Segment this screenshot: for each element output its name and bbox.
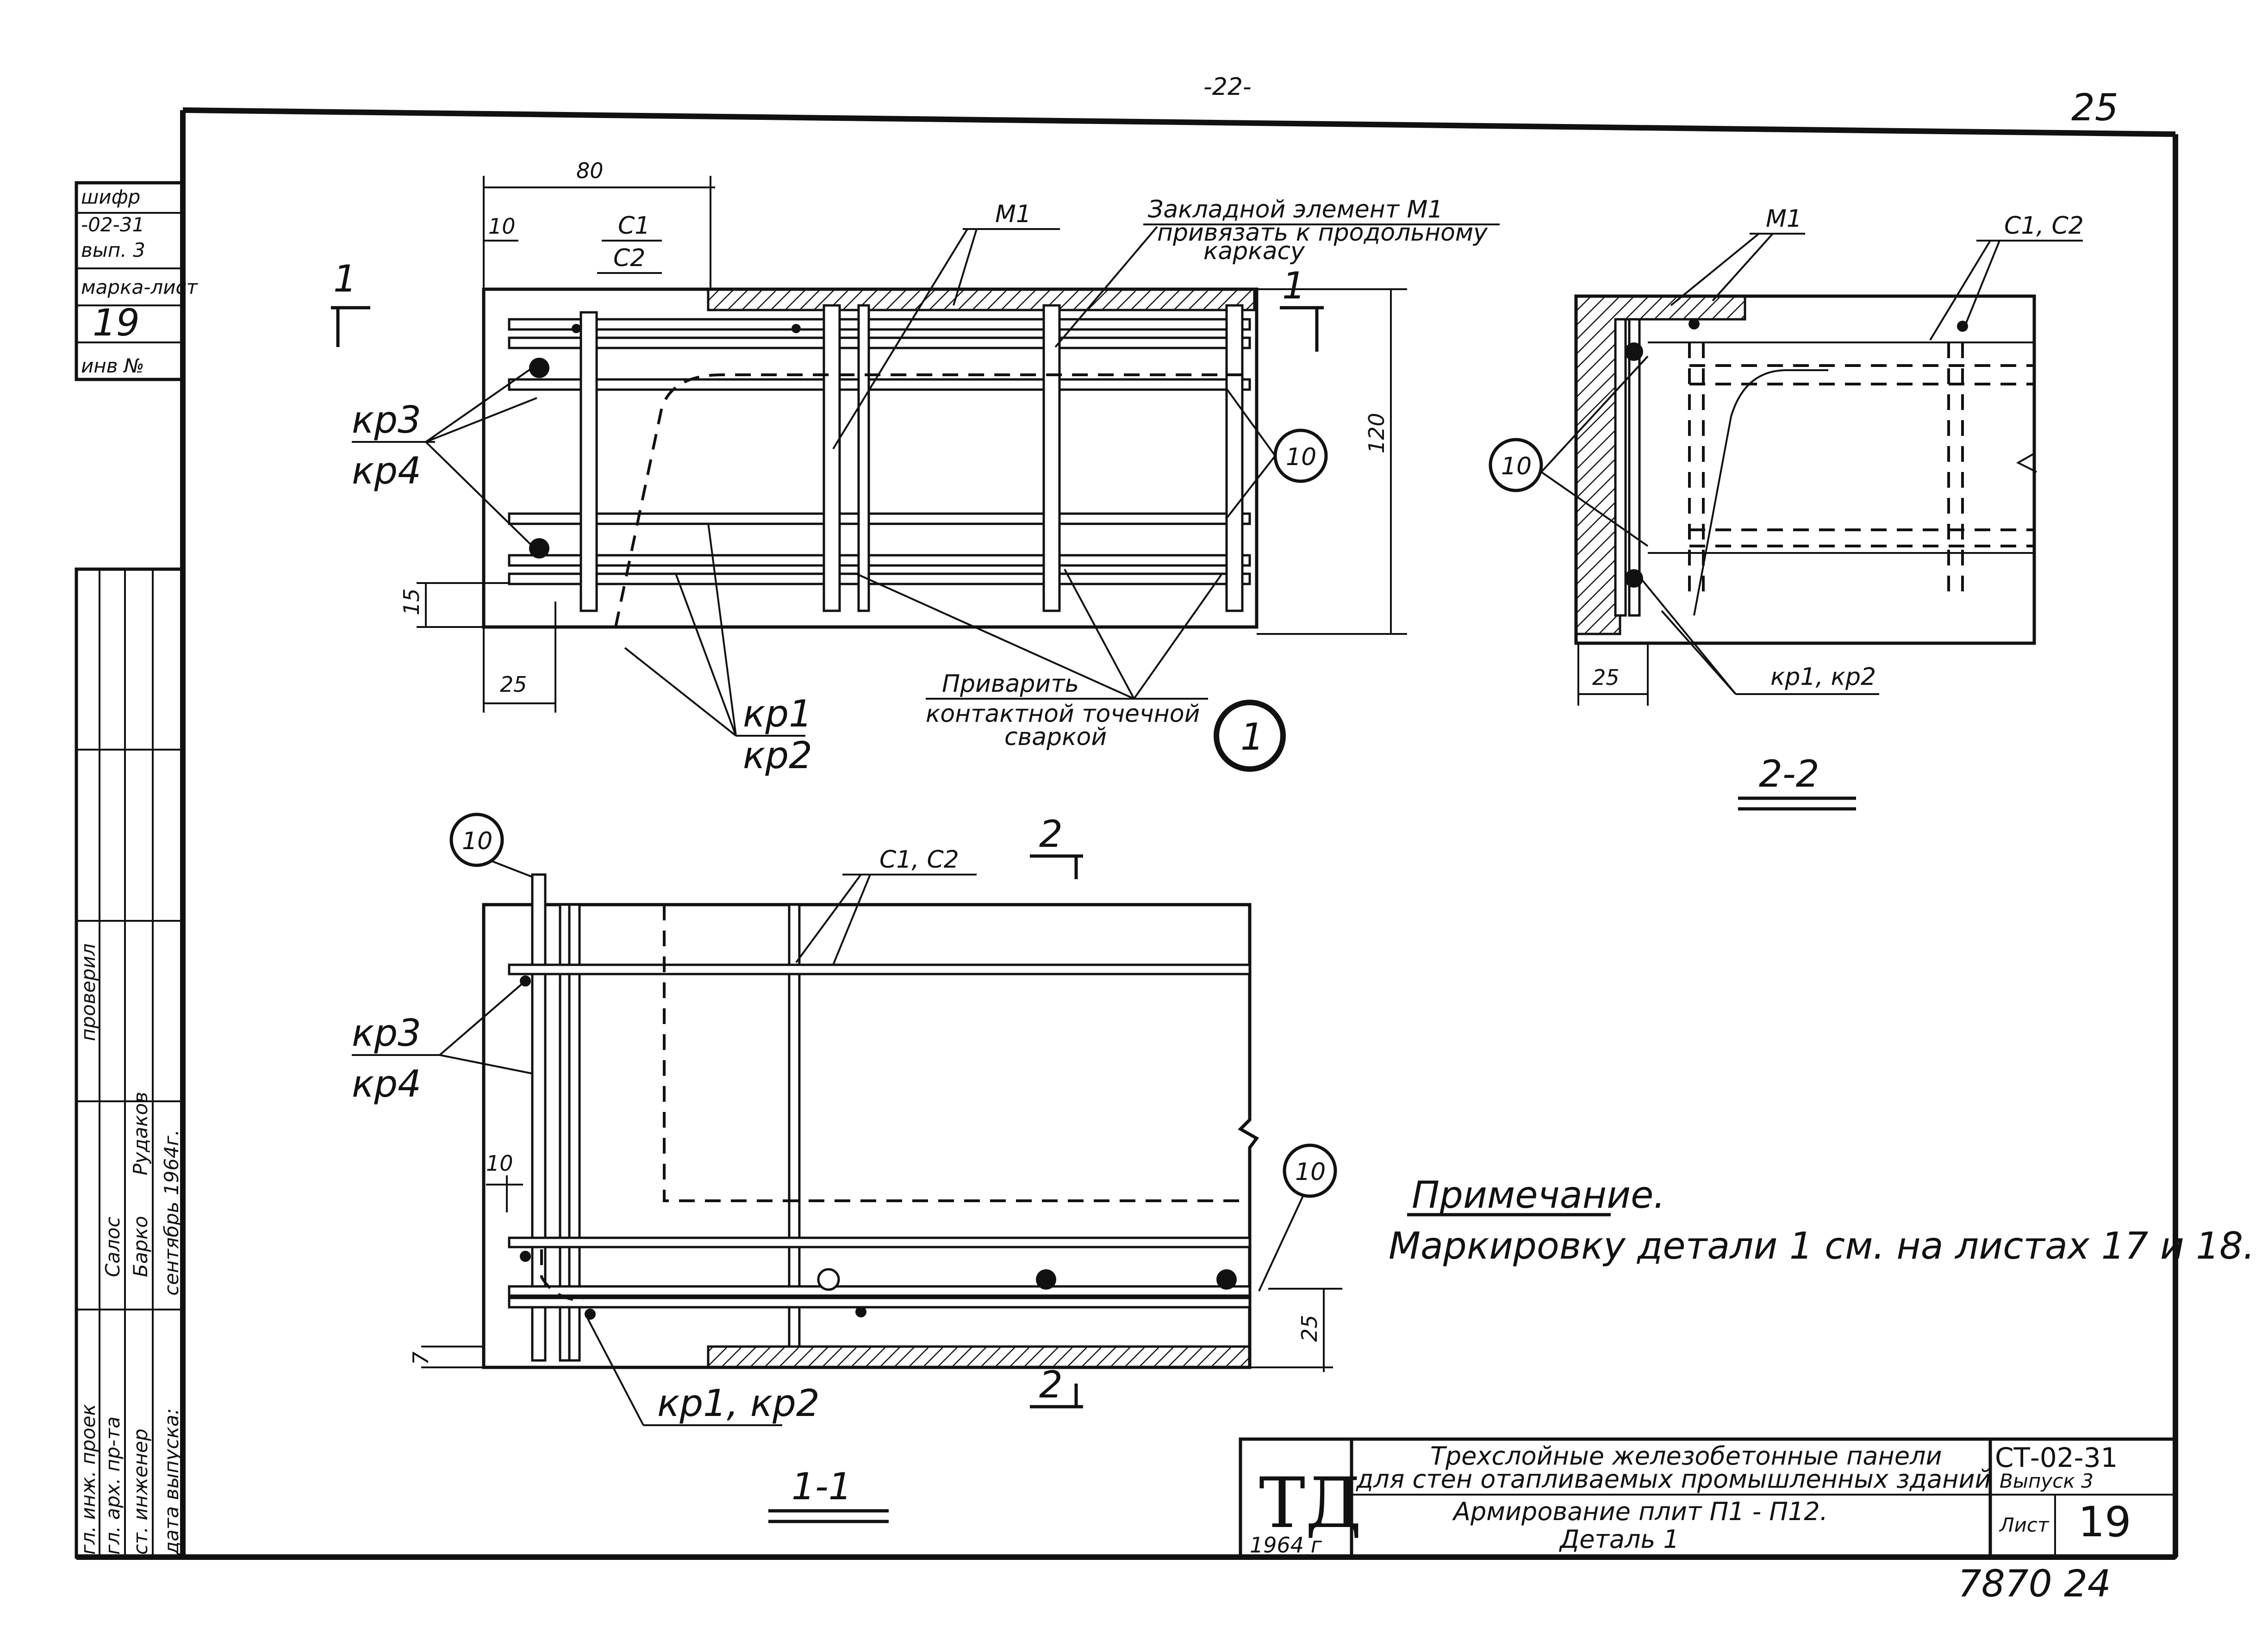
section-mark-1-left: 1 — [333, 257, 357, 300]
note-text: Маркировку детали 1 см. на листах 17 и 1… — [1389, 1224, 2255, 1267]
title-line-3: Армирование плит П1 - П12. — [1452, 1497, 1828, 1526]
note-heading: Примечание. — [1412, 1173, 1665, 1217]
label-kp2: кр2 — [743, 734, 812, 777]
stamp-name-4: сентябрь 1964г. — [160, 1130, 183, 1296]
dim-10: 10 — [488, 214, 516, 239]
dim-25-section: 25 — [1592, 665, 1620, 690]
callout-10-section: 10 — [1501, 453, 1532, 480]
title-issue: Выпуск 3 — [2000, 1470, 2094, 1492]
stamp-code: -02-31 — [81, 213, 144, 236]
embedded-note-line-3: каркасу — [1203, 237, 1305, 265]
note-block: Примечание. Маркировку детали 1 см. на л… — [1389, 1173, 2255, 1267]
title-year: 1964 г — [1250, 1533, 1322, 1558]
label-m1: M1 — [995, 200, 1031, 228]
label-c1: C1 — [618, 212, 650, 240]
callout-10-1-1-top: 10 — [462, 827, 492, 855]
dim-25-1-1: 25 — [1297, 1315, 1322, 1342]
title-1-1: 1-1 — [791, 1465, 852, 1508]
stamp-role-chief-engineer: гл. инж. проек — [77, 1403, 100, 1555]
label-c1c2-section: C1, C2 — [2004, 212, 2084, 240]
dim-10-1-1: 10 — [486, 1151, 513, 1176]
stamp-sheet-number: 19 — [93, 301, 140, 344]
weld-note-line-3: сваркой — [1004, 723, 1107, 751]
dim-120: 120 — [1364, 413, 1389, 453]
stamp-role-chief-architect: гл. арх. пр-та — [101, 1416, 124, 1555]
label-kp3: кр3 — [352, 398, 421, 441]
dim-15: 15 — [399, 588, 424, 615]
archive-number: 7870 24 — [1958, 1562, 2111, 1605]
stamp-mark-sheet: марка-лист — [81, 276, 199, 298]
title-sheet-number: 19 — [2078, 1498, 2131, 1546]
stamp-issue: вып. 3 — [81, 239, 145, 261]
section-mark-2-bottom: 2 — [1039, 1363, 1063, 1406]
stamp-role-senior-engineer: ст. инженер — [129, 1428, 152, 1555]
stamp-name-3: Рудаков — [129, 1092, 152, 1175]
label-c2: C2 — [613, 244, 645, 272]
stamp-name-1: Салос — [101, 1217, 124, 1277]
sheet-corner-number: 25 — [2071, 86, 2118, 129]
dim-25: 25 — [500, 672, 527, 697]
callout-10-1-1-right: 10 — [1295, 1158, 1326, 1186]
page-number: -22- — [1203, 73, 1252, 101]
view-section-1-1: 10 C1, C2 кр3 кр4 10 10 25 7 кр1, кр2 2 … — [352, 813, 1342, 1523]
label-kp1: кр1 — [743, 692, 812, 735]
view-section-2-2: M1 C1, C2 10 кр1, кр2 25 2-2 — [1489, 205, 2084, 811]
label-kp12-1-1: кр1, кр2 — [657, 1382, 820, 1425]
label-kp3-1-1: кр3 — [352, 1012, 421, 1055]
stamp-cipher: шифр — [81, 186, 140, 208]
dim-7-1-1: 7 — [408, 1352, 433, 1365]
dim-80: 80 — [576, 158, 604, 183]
title-2-2: 2-2 — [1759, 752, 1819, 795]
title-line-4: Деталь 1 — [1559, 1525, 1679, 1554]
label-kp12-section: кр1, кр2 — [1770, 663, 1876, 691]
weld-note-line-2: контактной точечной — [926, 700, 1200, 728]
title-logo: ТД — [1259, 1463, 1362, 1544]
title-line-1: Трехслойные железобетонные панели — [1430, 1441, 1942, 1471]
stamp-checked: проверил — [77, 944, 100, 1041]
stamp-inventory: инв № — [81, 354, 144, 377]
stamp-name-2: Барко — [129, 1216, 152, 1277]
title-block: ТД 1964 г Трехслойные железобетонные пан… — [1239, 1437, 2177, 1559]
detail-number: 1 — [1240, 715, 1264, 758]
callout-10-top: 10 — [1286, 443, 1316, 471]
section-mark-2-top: 2 — [1039, 813, 1063, 856]
title-line-2: для стен отапливаемых промышленных здани… — [1356, 1465, 1991, 1494]
view-top: 80 10 120 15 25 C1 C2 M1 Закладной элеме… — [331, 158, 1500, 777]
label-c1c2-1-1: C1, C2 — [879, 846, 959, 874]
weld-note-line-1: Приварить — [942, 670, 1079, 698]
embedded-note-line-1: Закладной элемент М1 — [1148, 196, 1443, 224]
label-kp4-1-1: кр4 — [352, 1062, 421, 1105]
title-code: СТ-02-31 — [1995, 1442, 2118, 1473]
title-sheet-label: Лист — [1999, 1514, 2050, 1536]
label-m1-section: M1 — [1766, 205, 1802, 233]
left-stamp: шифр -02-31 вып. 3 марка-лист 19 инв № г… — [75, 181, 199, 1559]
section-mark-1-right: 1 — [1282, 264, 1306, 307]
label-kp4: кр4 — [352, 449, 421, 492]
stamp-role-release-date: дата выпуска: — [160, 1408, 183, 1555]
